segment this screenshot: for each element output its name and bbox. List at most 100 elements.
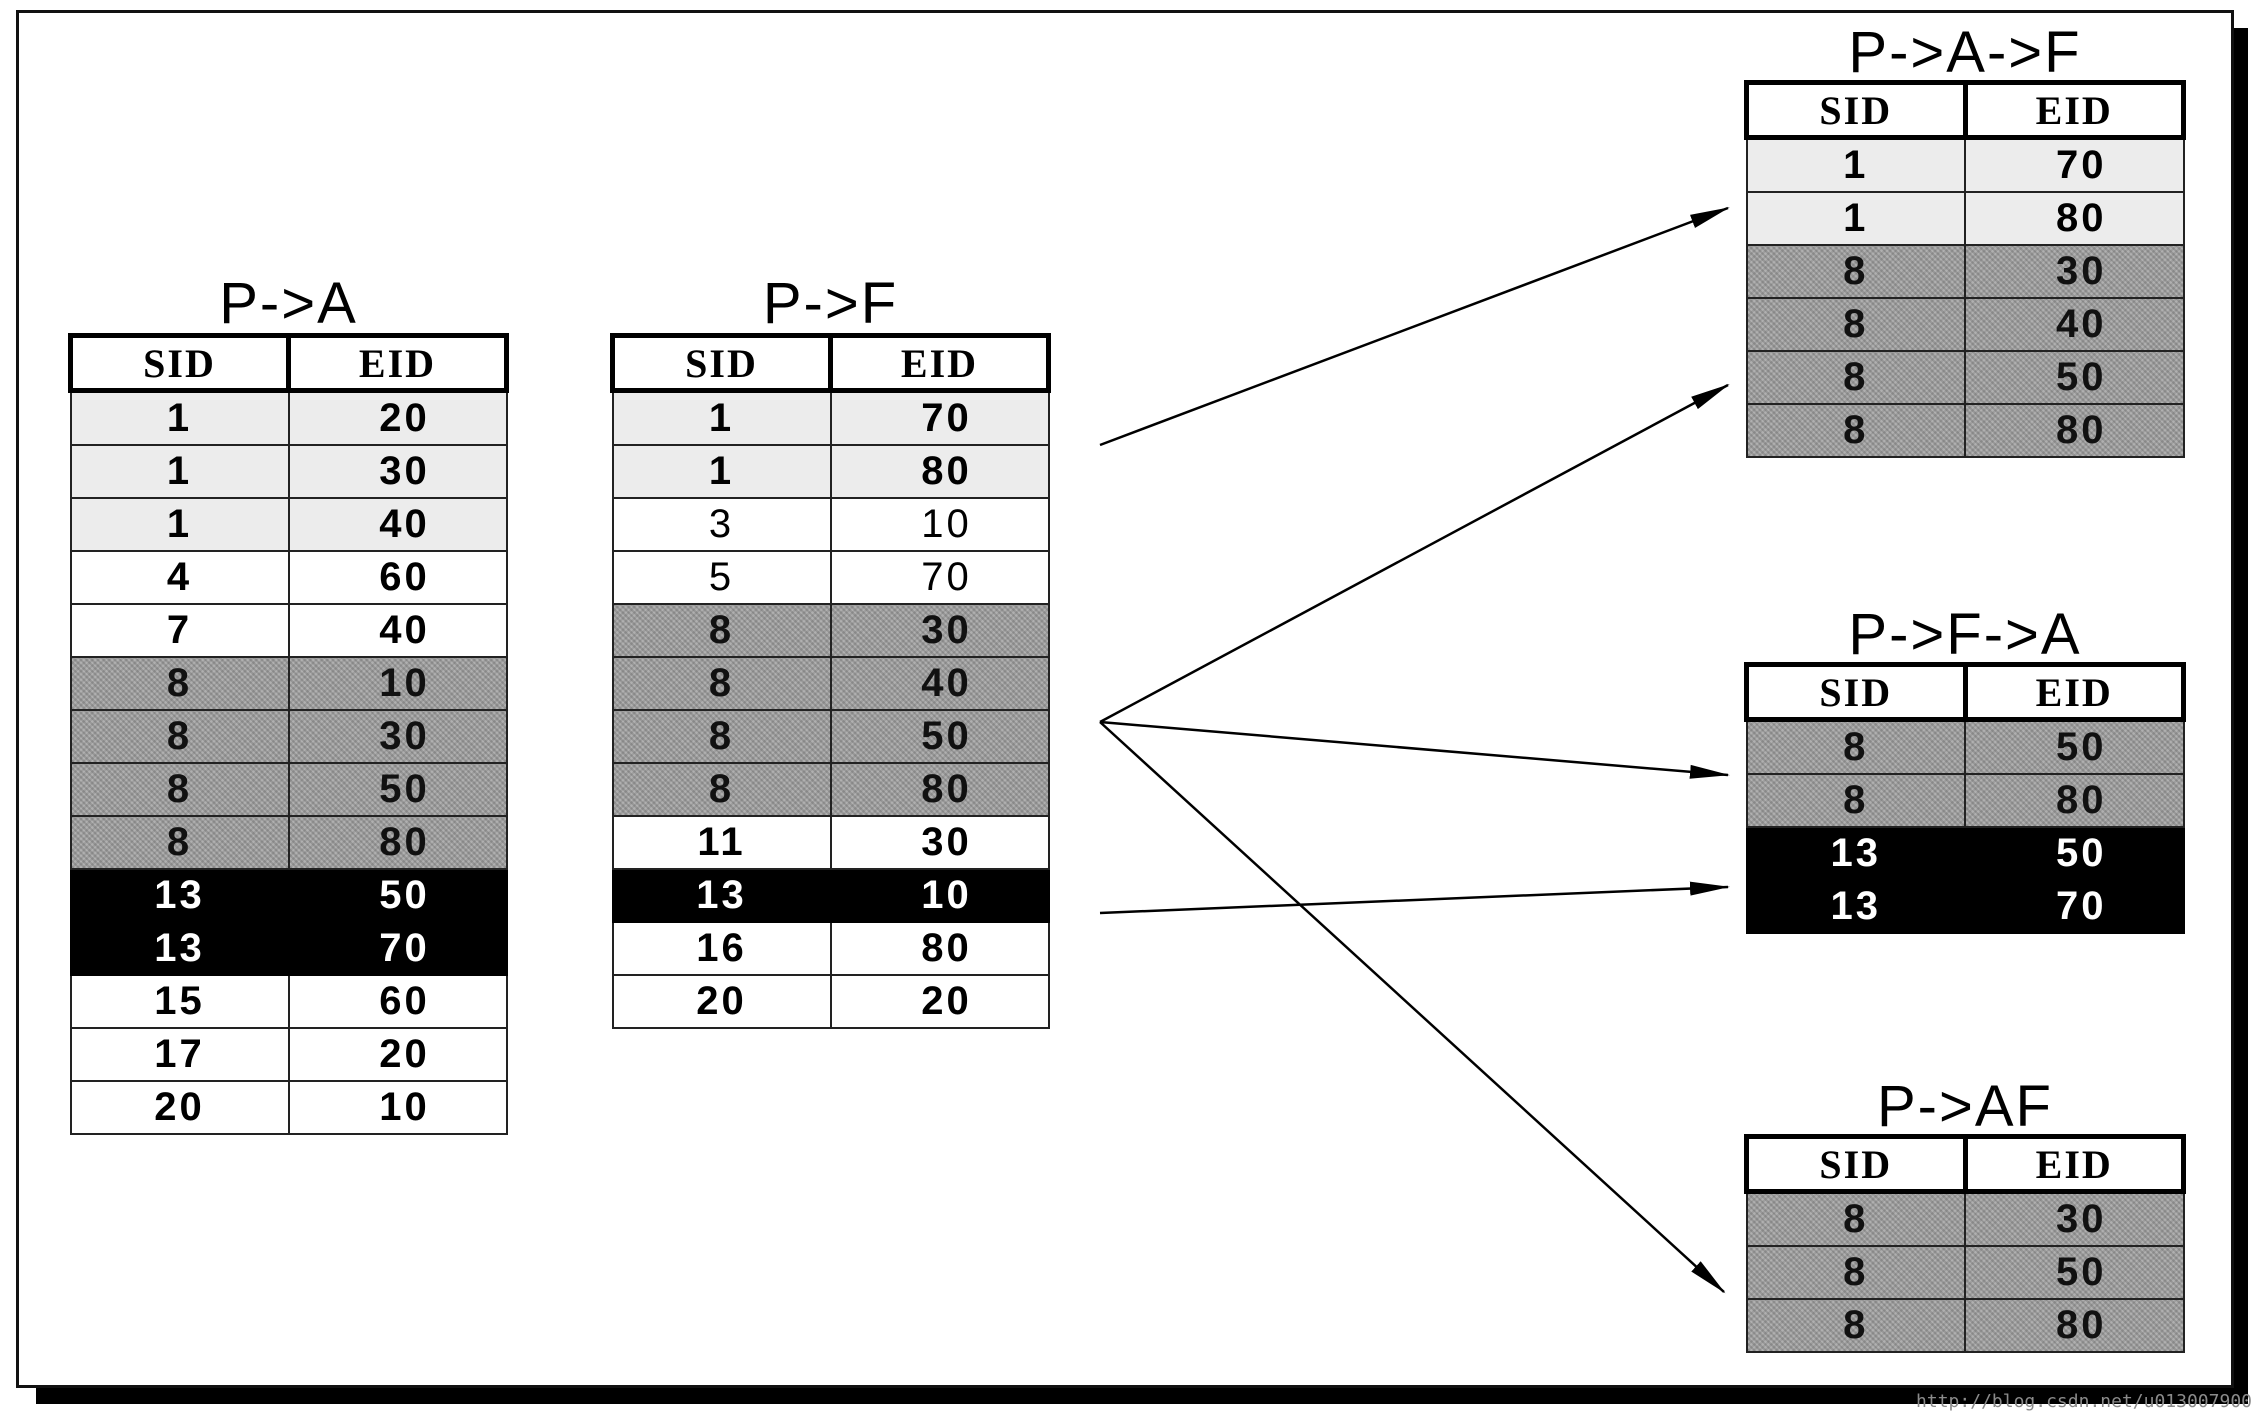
- table-title: P->A: [219, 271, 358, 336]
- eid-cell: 70: [1964, 136, 2185, 193]
- sid-cell: 16: [611, 921, 832, 976]
- sid-cell: 20: [611, 974, 832, 1029]
- sid-cell: 13: [1745, 826, 1966, 881]
- sid-cell: 8: [1745, 244, 1966, 299]
- sid-cell: 13: [69, 868, 290, 923]
- sid-cell: 8: [1745, 297, 1966, 352]
- eid-cell: 50: [1964, 826, 2185, 881]
- watermark: http://blog.csdn.net/u013007900: [1916, 1391, 2252, 1412]
- eid-cell: 50: [1964, 350, 2185, 405]
- eid-cell: 50: [287, 868, 508, 923]
- sid-cell: 8: [1745, 718, 1966, 775]
- eid-cell: 80: [1964, 403, 2185, 458]
- eid-header: EID: [1962, 1134, 2186, 1194]
- eid-cell: 40: [287, 603, 508, 658]
- sid-cell: 13: [611, 868, 832, 923]
- eid-cell: 80: [1964, 191, 2185, 246]
- sid-header: SID: [1744, 1134, 1968, 1194]
- eid-header: EID: [286, 333, 509, 393]
- eid-cell: 80: [287, 815, 508, 870]
- eid-header: EID: [1962, 662, 2186, 722]
- sid-header: SID: [1744, 662, 1968, 722]
- eid-cell: 60: [287, 550, 508, 605]
- sid-cell: 1: [1745, 136, 1966, 193]
- eid-cell: 80: [829, 444, 1050, 499]
- sid-cell: 17: [69, 1027, 290, 1082]
- sid-cell: 7: [69, 603, 290, 658]
- eid-cell: 20: [829, 974, 1050, 1029]
- eid-cell: 60: [287, 974, 508, 1029]
- eid-cell: 70: [829, 389, 1050, 446]
- sid-cell: 5: [611, 550, 832, 605]
- eid-cell: 30: [287, 444, 508, 499]
- sid-cell: 13: [69, 921, 290, 976]
- sid-cell: 8: [69, 815, 290, 870]
- table-title: P->A->F: [1848, 20, 2082, 85]
- eid-cell: 50: [829, 709, 1050, 764]
- sid-cell: 8: [69, 762, 290, 817]
- eid-cell: 10: [287, 656, 508, 711]
- eid-cell: 30: [829, 815, 1050, 870]
- frame-shadow-bottom: [36, 1388, 2248, 1404]
- eid-cell: 20: [287, 389, 508, 446]
- sid-cell: 8: [611, 762, 832, 817]
- eid-cell: 80: [829, 762, 1050, 817]
- eid-cell: 30: [1964, 1190, 2185, 1247]
- sid-cell: 8: [1745, 773, 1966, 828]
- sid-cell: 1: [611, 444, 832, 499]
- sid-cell: 11: [611, 815, 832, 870]
- table-title: P->AF: [1877, 1074, 2053, 1139]
- eid-cell: 40: [1964, 297, 2185, 352]
- table-title: P->F->A: [1848, 602, 2082, 667]
- eid-cell: 70: [829, 550, 1050, 605]
- eid-cell: 80: [829, 921, 1050, 976]
- eid-cell: 30: [287, 709, 508, 764]
- eid-cell: 80: [1964, 773, 2185, 828]
- sid-cell: 1: [69, 444, 290, 499]
- table-title: P->F: [762, 271, 899, 336]
- sid-cell: 8: [1745, 1245, 1966, 1300]
- sid-cell: 8: [611, 656, 832, 711]
- eid-cell: 10: [287, 1080, 508, 1135]
- eid-cell: 50: [1964, 718, 2185, 775]
- sid-cell: 8: [69, 656, 290, 711]
- sid-cell: 1: [1745, 191, 1966, 246]
